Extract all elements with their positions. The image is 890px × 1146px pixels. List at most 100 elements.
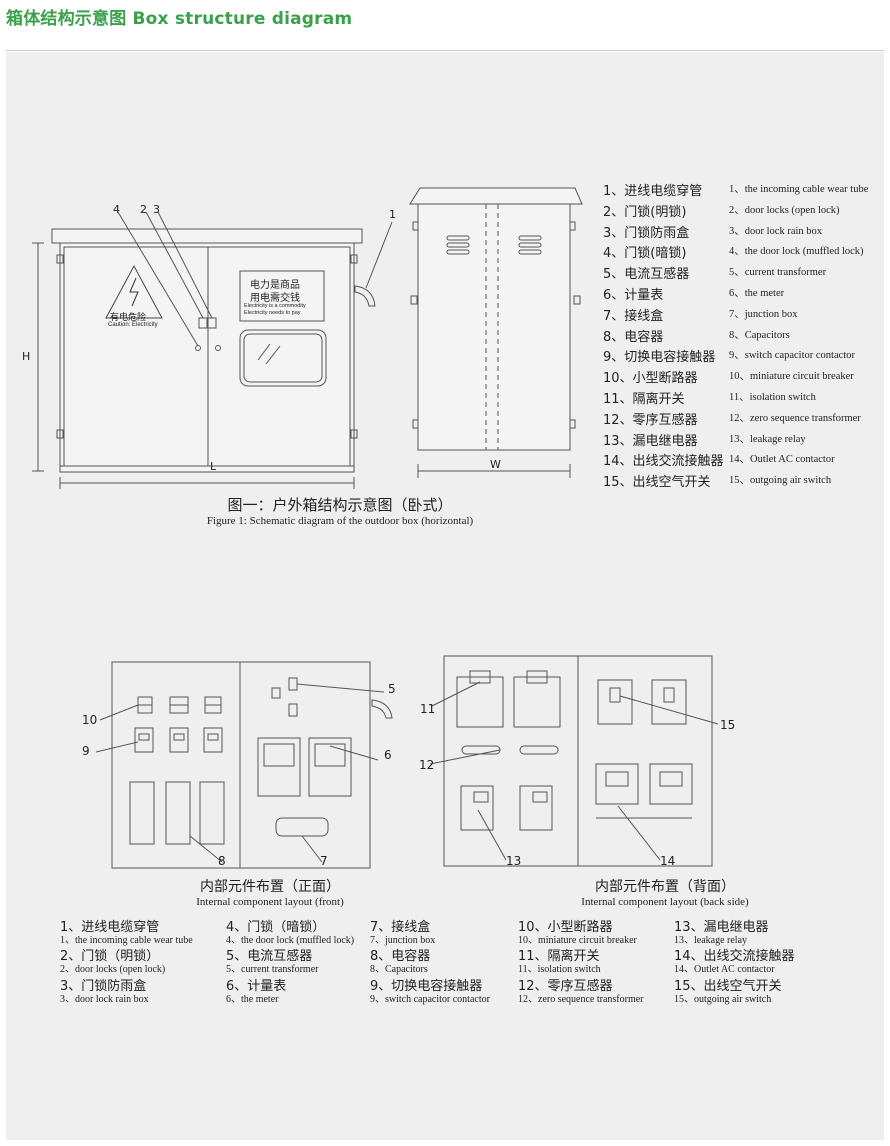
legend-item-cn: 10、小型断路器	[603, 371, 698, 387]
callout-11: 11	[420, 702, 436, 716]
legend-item-en: 8、Capacitors	[729, 329, 790, 341]
legend-item-en: 3、door lock rain box	[729, 225, 823, 237]
callout-2: 2	[140, 203, 147, 216]
back-layout-view	[429, 655, 719, 867]
legend-item-en: 1、the incoming cable wear tube	[60, 935, 193, 946]
legend-item-en: 10、miniature circuit breaker	[518, 935, 637, 946]
legend-item-en: 12、zero sequence transformer	[729, 412, 861, 424]
legend-item-cn: 2、门锁（明锁）	[60, 949, 160, 965]
callout-3: 3	[153, 203, 160, 216]
legend-item-cn: 15、出线空气开关	[674, 978, 782, 994]
legend-item-en: 9、switch capacitor contactor	[729, 350, 855, 362]
legend-item-en: 11、isolation switch	[518, 964, 601, 976]
legend-item-cn: 5、电流互感器	[226, 949, 313, 965]
dimension-l-label: L	[210, 460, 217, 473]
legend-item-en: 5、current transformer	[226, 964, 319, 976]
legend-item-cn: 14、出线交流接触器	[674, 949, 795, 965]
legend-item-en: 6、the meter	[226, 993, 279, 1005]
legend-item-en: 7、junction box	[370, 935, 436, 946]
legend-item-cn: 9、切换电容接触器	[603, 350, 716, 366]
legend-item-en: 13、leakage relay	[674, 935, 748, 946]
legend-item-cn: 12、零序互感器	[603, 412, 698, 428]
legend-item-cn: 10、小型断路器	[518, 920, 613, 935]
front-layout-view	[95, 661, 393, 869]
legend-item-en: 9、switch capacitor contactor	[370, 993, 490, 1005]
legend-item-en: 15、outgoing air switch	[674, 993, 772, 1005]
legend-item-en: 15、outgoing air switch	[729, 475, 832, 487]
legend-item: 4、门锁（暗锁）4、the door lock (muffled lock)	[226, 920, 354, 949]
legend-item-cn: 12、零序互感器	[518, 978, 613, 994]
callout-13: 13	[506, 854, 522, 868]
figure1-caption: 图一：户外箱结构示意图（卧式） Figure 1: Schematic diag…	[180, 494, 500, 527]
header-divider	[6, 50, 884, 51]
callout-5: 5	[388, 682, 396, 696]
dimension-w-label: W	[490, 458, 501, 471]
legend-item-cn: 8、电容器	[370, 949, 431, 965]
legend-item-en: 4、the door lock (muffled lock)	[729, 246, 864, 258]
legend-item-cn: 4、门锁（暗锁）	[226, 920, 326, 935]
legend-item-cn: 1、进线电缆穿管	[60, 920, 160, 935]
legend-item-en: 1、the incoming cable wear tube	[729, 184, 869, 195]
callout-8: 8	[218, 854, 226, 868]
legend-item-en: 12、zero sequence transformer	[518, 993, 644, 1005]
legend-item-cn: 6、计量表	[226, 978, 287, 994]
legend-item-cn: 1、进线电缆穿管	[603, 184, 703, 199]
notice-cn-2: 用电需交钱	[250, 293, 300, 304]
dimension-h-label: H	[22, 350, 31, 363]
legend-item-cn: 2、门锁(明锁)	[603, 204, 687, 220]
callout-10: 10	[82, 713, 98, 727]
notice-en-1: Electricity is a commodity	[244, 303, 306, 309]
callout-1: 1	[389, 208, 396, 221]
back-layout-caption: 内部元件布置（背面） Internal component layout (ba…	[540, 876, 790, 908]
callout-15: 15	[720, 718, 736, 732]
warning-sign-en: Caution: Electricity	[108, 322, 158, 328]
legend-item-cn: 7、接线盒	[603, 308, 664, 324]
front-caption-cn: 内部元件布置（正面）	[200, 879, 340, 895]
box-side-view	[409, 187, 583, 478]
figure1-caption-cn: 图一：户外箱结构示意图（卧式）	[227, 496, 453, 514]
legend-item-en: 11、isolation switch	[729, 391, 816, 403]
legend-item-cn: 3、门锁防雨盒	[603, 225, 690, 241]
legend-item-cn: 13、漏电继电器	[674, 920, 769, 935]
legend-item-cn: 7、接线盒	[370, 920, 431, 935]
legend-item-en: 14、Outlet AC contactor	[674, 964, 775, 976]
back-caption-en: Internal component layout (back side)	[581, 896, 749, 908]
notice-cn-1: 电力是商品	[250, 280, 300, 291]
legend-item-cn: 6、计量表	[603, 287, 664, 303]
front-layout-caption: 内部元件布置（正面） Internal component layout (fr…	[150, 876, 390, 908]
legend-item-en: 7、junction box	[729, 308, 798, 320]
legend-item-cn: 4、门锁(暗锁)	[603, 246, 687, 262]
figure1-caption-en: Figure 1: Schematic diagram of the outdo…	[206, 515, 474, 527]
callout-7: 7	[320, 854, 328, 868]
back-caption-cn: 内部元件布置（背面）	[595, 879, 735, 895]
legend-item-en: 2、door locks (open lock)	[729, 204, 840, 216]
legend-item-en: 6、the meter	[729, 287, 785, 299]
legend-item: 2、门锁（明锁）2、door locks (open lock)	[60, 949, 193, 978]
box-front-view	[32, 211, 393, 489]
legend-item-en: 3、door lock rain box	[60, 993, 149, 1005]
legend-item-cn: 8、电容器	[603, 329, 664, 345]
legend-item-cn: 5、电流互感器	[603, 267, 690, 283]
callout-4: 4	[113, 203, 120, 216]
legend-item-cn: 15、出线空气开关	[603, 475, 711, 491]
legend-item-en: 4、the door lock (muffled lock)	[226, 935, 355, 946]
legend-item-cn: 11、隔离开关	[603, 391, 685, 407]
legend-item-en: 14、Outlet AC contactor	[729, 454, 835, 466]
legend-bottom-col: 4、门锁（暗锁）4、the door lock (muffled lock) 5…	[226, 920, 354, 1008]
